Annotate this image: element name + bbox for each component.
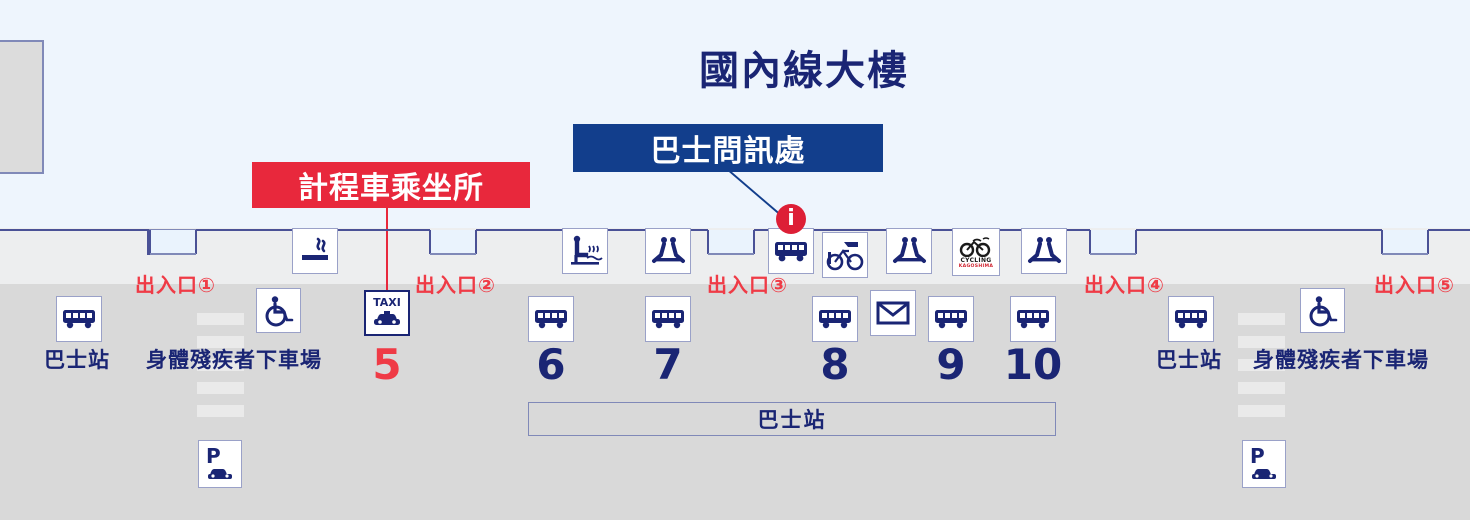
information-badge-icon: i bbox=[776, 204, 806, 234]
taxi-icon-bay-5[interactable]: TAXI bbox=[364, 290, 410, 336]
callout-taxi-stand[interactable]: 計程車乘坐所 bbox=[252, 162, 530, 208]
callout-taxi-stand-label: 計程車乘坐所 bbox=[298, 171, 484, 206]
exit-label-1: 出入口① bbox=[135, 273, 216, 297]
bay-number-9: 9 bbox=[936, 340, 966, 389]
callout-bus-information-label: 巴士問訊處 bbox=[650, 134, 806, 169]
cycling-kagoshima-text-top: CYCLING bbox=[960, 257, 992, 265]
crosswalk-stripe bbox=[197, 382, 244, 394]
smoking-area-icon[interactable] bbox=[292, 228, 338, 274]
taxi-tile-text: TAXI bbox=[373, 296, 401, 309]
post-box-icon[interactable] bbox=[870, 290, 916, 336]
bicycle-rental-icon[interactable] bbox=[822, 232, 868, 278]
svg-text:P: P bbox=[206, 445, 221, 468]
crosswalk-stripe bbox=[1238, 336, 1285, 348]
bus-stop-icon-right[interactable] bbox=[1168, 296, 1214, 342]
parking-icon-left[interactable]: P bbox=[198, 440, 242, 488]
crosswalk-stripe bbox=[1238, 313, 1285, 325]
corner-building bbox=[0, 40, 44, 174]
leader-line-taxi bbox=[386, 208, 388, 290]
bus-icon-bay-9[interactable] bbox=[928, 296, 974, 342]
svg-text:P: P bbox=[1250, 445, 1265, 468]
bus-icon-bay-6[interactable] bbox=[528, 296, 574, 342]
crosswalk-stripe bbox=[197, 313, 244, 325]
bay-number-6: 6 bbox=[536, 340, 566, 389]
cycling-kagoshima-text-bottom: KAGOSHIMA bbox=[958, 264, 994, 270]
page-title: 國內線大樓 bbox=[699, 48, 909, 94]
footbath-icon[interactable] bbox=[562, 228, 608, 274]
crosswalk-stripe bbox=[1238, 405, 1285, 417]
wheelchair-icon-right[interactable] bbox=[1300, 288, 1345, 333]
crosswalk-stripe bbox=[197, 359, 244, 371]
cycling-kagoshima-icon[interactable]: CYCLING KAGOSHIMA bbox=[952, 228, 1000, 276]
bay-number-8: 8 bbox=[820, 340, 850, 389]
bus-stop-zone-label: 巴士站 bbox=[757, 408, 827, 432]
bay-number-7: 7 bbox=[653, 340, 683, 389]
bench-icon-1[interactable] bbox=[645, 228, 691, 274]
page-title-wrap: 國內線大樓 bbox=[604, 38, 1004, 96]
wheelchair-icon-left[interactable] bbox=[256, 288, 301, 333]
bus-icon-bay-8[interactable] bbox=[812, 296, 858, 342]
exit-label-3: 出入口③ bbox=[707, 273, 788, 297]
crosswalk-stripe bbox=[1238, 382, 1285, 394]
bus-icon-bay-10[interactable] bbox=[1010, 296, 1056, 342]
exit-label-5: 出入口⑤ bbox=[1374, 273, 1455, 297]
bay-number-5: 5 bbox=[372, 340, 402, 389]
leader-line-bus-information bbox=[728, 170, 783, 217]
bus-icon-bay-7[interactable] bbox=[645, 296, 691, 342]
bus-information-icon[interactable] bbox=[768, 228, 814, 274]
terminal-wall bbox=[0, 229, 1470, 255]
disabled-dropoff-label-left: 身體殘疾者下車場 bbox=[146, 348, 322, 372]
bus-stop-icon-left[interactable] bbox=[56, 296, 102, 342]
parking-icon-right[interactable]: P bbox=[1242, 440, 1286, 488]
exit-label-2: 出入口② bbox=[415, 273, 496, 297]
callout-bus-information[interactable]: 巴士問訊處 bbox=[573, 124, 883, 172]
disabled-dropoff-label-right: 身體殘疾者下車場 bbox=[1253, 348, 1429, 372]
bus-stop-zone-box: 巴士站 bbox=[528, 402, 1056, 436]
bay-number-10: 10 bbox=[1003, 340, 1063, 389]
bench-icon-3[interactable] bbox=[1021, 228, 1067, 274]
crosswalk-stripe bbox=[197, 336, 244, 348]
crosswalk-stripe bbox=[1238, 359, 1285, 371]
bus-stop-label-right: 巴士站 bbox=[1156, 348, 1222, 372]
bus-stop-label-left: 巴士站 bbox=[44, 348, 110, 372]
bench-icon-2[interactable] bbox=[886, 228, 932, 274]
exit-label-4: 出入口④ bbox=[1084, 273, 1165, 297]
crosswalk-stripe bbox=[197, 405, 244, 417]
